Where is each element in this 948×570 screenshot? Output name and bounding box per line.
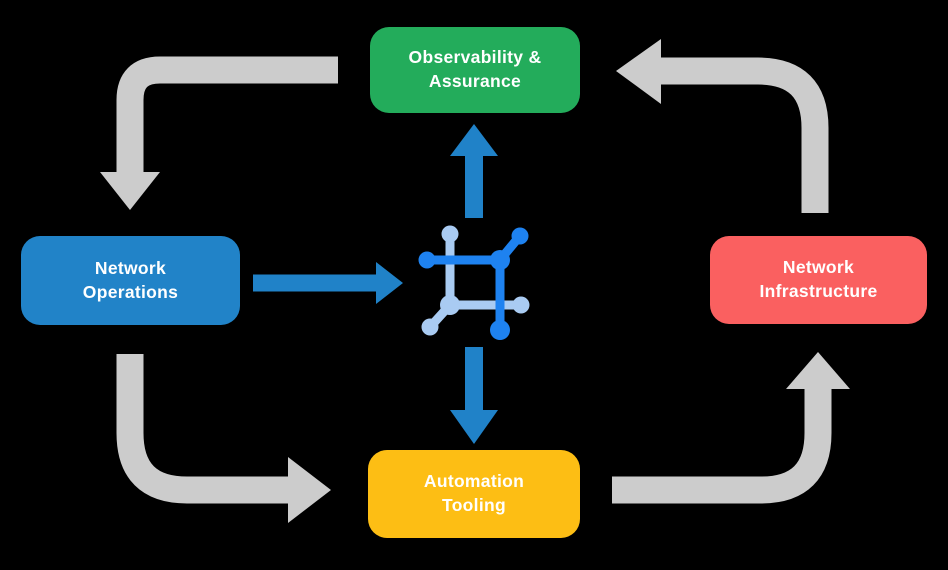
icon-node bbox=[511, 227, 529, 245]
node-network-infrastructure: Network Infrastructure bbox=[710, 236, 927, 324]
network-chip-icon bbox=[418, 225, 530, 340]
node-network-operations: Network Operations bbox=[21, 236, 240, 325]
icon-node bbox=[490, 250, 510, 270]
icon-node bbox=[441, 225, 459, 243]
node-observability-label: Observability & Assurance bbox=[408, 47, 542, 91]
icon-node bbox=[440, 295, 460, 315]
node-observability-assurance: Observability & Assurance bbox=[370, 27, 580, 113]
node-automation-label: Automation Tooling bbox=[423, 471, 525, 515]
arrow-observability-to-operations bbox=[100, 56, 338, 210]
arrow-center-to-automation bbox=[450, 347, 498, 444]
arrow-shaft bbox=[612, 388, 832, 504]
arrow-operations-to-automation bbox=[116, 354, 331, 523]
arrow-up-head bbox=[786, 352, 850, 389]
arrow-center-to-observability bbox=[450, 124, 498, 218]
arrow-down-head bbox=[450, 410, 498, 444]
node-operations-label: Network Operations bbox=[82, 257, 179, 302]
arrow-right-head bbox=[288, 457, 331, 523]
arrow-left-head bbox=[616, 39, 661, 104]
network-chip-icon-dark-links bbox=[418, 227, 529, 340]
arrow-operations-to-center bbox=[253, 262, 403, 304]
arrow-shaft bbox=[116, 354, 289, 504]
icon-node bbox=[418, 251, 436, 269]
node-automation-tooling: Automation Tooling bbox=[368, 450, 580, 538]
arrow-infrastructure-to-observability bbox=[616, 39, 829, 213]
arrow-shaft bbox=[660, 57, 829, 213]
arrow-right-head bbox=[376, 262, 403, 304]
arrow-up-head bbox=[450, 124, 498, 156]
icon-node bbox=[490, 320, 510, 340]
arrow-shaft bbox=[116, 56, 338, 173]
arrow-down-head bbox=[100, 172, 160, 210]
arrow-automation-to-infrastructure bbox=[612, 352, 850, 504]
icon-node bbox=[512, 296, 530, 314]
node-infrastructure-label: Network Infrastructure bbox=[759, 257, 878, 301]
icon-node bbox=[421, 318, 439, 336]
